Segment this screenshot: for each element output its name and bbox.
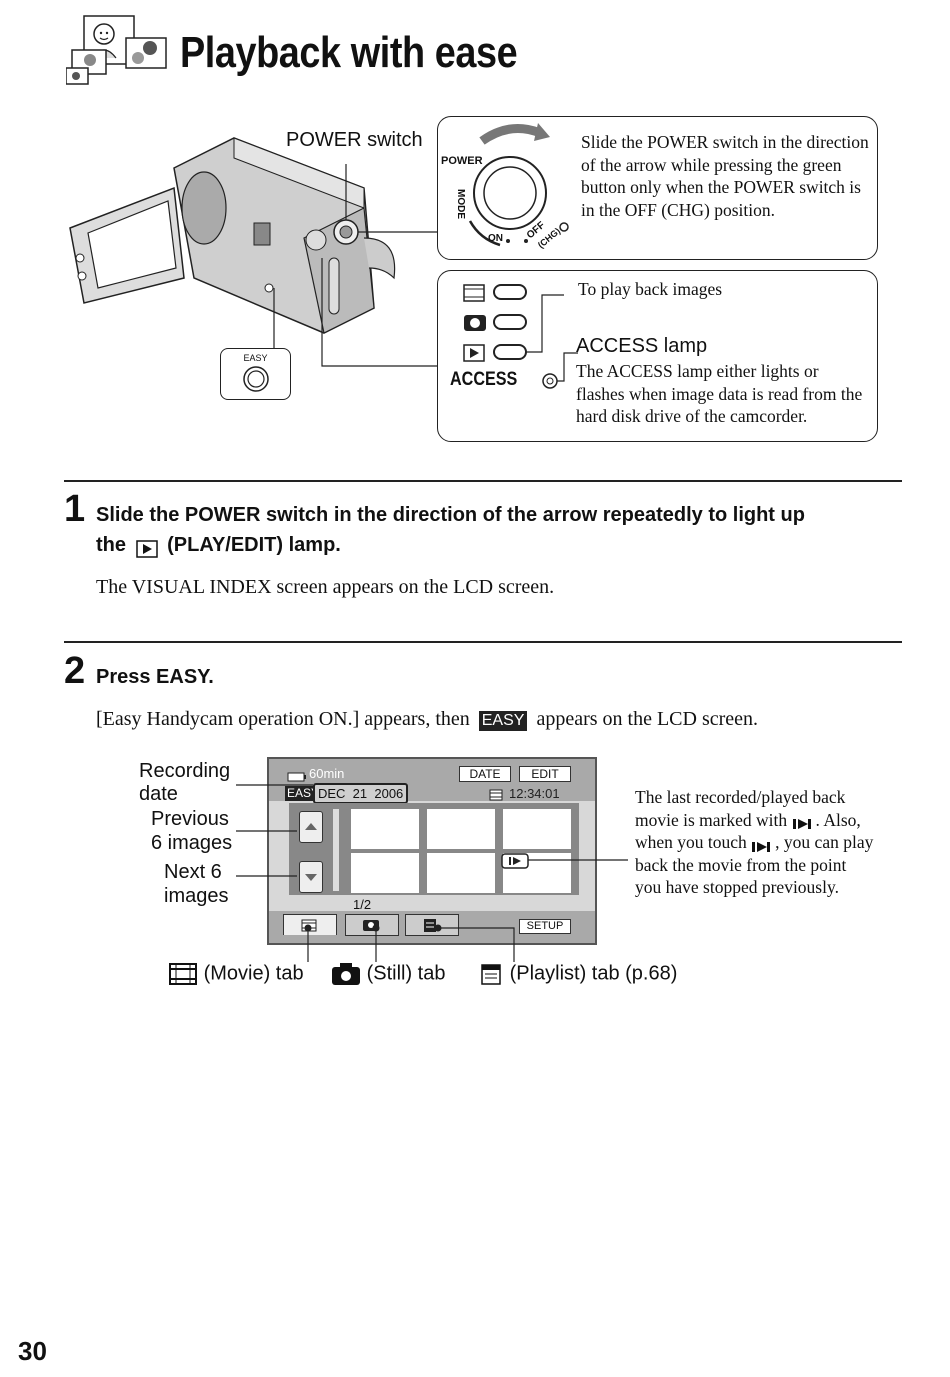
- battery-remaining: 60min: [309, 766, 345, 781]
- step-result-pre: [Easy Handycam operation ON.] appears, t…: [96, 708, 470, 730]
- next-button[interactable]: [299, 861, 323, 893]
- play-back-note: To play back images: [578, 279, 723, 299]
- easy-button-inset: EASY: [220, 348, 291, 400]
- easy-button-label: EASY: [243, 353, 268, 363]
- camera-icon: [331, 962, 361, 986]
- step-instruction: Slide the POWER switch in the direction …: [96, 500, 896, 560]
- resume-mark-icon: [792, 814, 816, 830]
- still-tab[interactable]: [345, 914, 399, 936]
- power-switch-label: POWER switch: [286, 129, 423, 151]
- step-number: 1: [64, 488, 86, 530]
- easy-button-icon: [242, 365, 270, 393]
- previous-button[interactable]: [299, 811, 323, 843]
- step-instruction-line1: Slide the POWER switch in the direction …: [96, 504, 805, 526]
- page-title: Playback with ease: [180, 28, 518, 77]
- lamp-indicators: [460, 281, 580, 401]
- date-button[interactable]: DATE: [459, 766, 511, 782]
- resume-mark-icon: [501, 853, 529, 869]
- power-switch-note: Slide the POWER switch in the direction …: [581, 132, 869, 220]
- step-instruction-lamp: (PLAY/EDIT) lamp.: [167, 534, 341, 556]
- page-indicator: 1/2: [353, 897, 372, 912]
- thumbnail[interactable]: [351, 853, 419, 893]
- recording-date: DEC 21 2006: [313, 783, 409, 804]
- battery-icon: [287, 769, 307, 782]
- thumbnail[interactable]: [427, 853, 495, 893]
- lcd-easy-badge: EASY: [285, 786, 322, 801]
- resume-note: The last recorded/played back movie is m…: [635, 787, 874, 897]
- dial-mode-label: MODE: [455, 189, 466, 219]
- movie-tab-legend: (Movie) tab: [168, 962, 304, 986]
- thumbnail[interactable]: [503, 809, 571, 849]
- access-label: ACCESS: [450, 369, 518, 390]
- playlist-icon: [480, 962, 504, 986]
- callout-recording-date: Recording date: [139, 760, 231, 805]
- camcorder-illustration: [64, 128, 444, 408]
- lamp-callout: ACCESS To play back images ACCESS lamp T…: [437, 270, 878, 442]
- setup-button[interactable]: SETUP: [519, 919, 571, 934]
- step-instruction-the: the: [96, 534, 126, 556]
- header-icon: [65, 14, 172, 86]
- resume-mark-icon: [751, 837, 775, 852]
- play-edit-icon: [135, 537, 158, 558]
- playlist-tab-legend: (Playlist) tab (p.68): [480, 962, 677, 986]
- easy-badge: EASY: [478, 711, 528, 731]
- step-result-post: appears on the LCD screen.: [536, 708, 759, 730]
- divider: [64, 641, 902, 643]
- movie-tab[interactable]: [283, 914, 337, 935]
- page-number: 30: [18, 1336, 47, 1366]
- film-icon: [489, 788, 503, 801]
- dial-on-label: ON: [488, 233, 503, 244]
- step-result: [Easy Handycam operation ON.] appears, t…: [96, 708, 758, 731]
- thumbnail[interactable]: [351, 809, 419, 849]
- access-lamp-note: The ACCESS lamp either lights or flashes…: [576, 361, 863, 426]
- callout-previous-images: Previous 6 images: [151, 808, 233, 854]
- still-tab-legend: (Still) tab: [331, 962, 445, 986]
- step-result: The VISUAL INDEX screen appears on the L…: [96, 576, 555, 598]
- lcd-screen: 60min DATE EDIT EASY DEC 21 2006 12:34:0…: [267, 757, 597, 945]
- callout-next-images: Next 6 images: [164, 861, 229, 907]
- movie-icon: [168, 962, 198, 986]
- access-lamp-title: ACCESS lamp: [576, 335, 708, 357]
- step-number: 2: [64, 650, 86, 692]
- dial-power-label: POWER: [441, 155, 483, 167]
- playlist-tab[interactable]: [405, 914, 459, 936]
- recording-time: 12:34:01: [509, 786, 560, 801]
- power-dial-icon: [440, 121, 578, 255]
- scroll-bar[interactable]: [333, 809, 339, 891]
- edit-button[interactable]: EDIT: [519, 766, 571, 782]
- power-switch-callout: POWER MODE ON OFF (CHG) Slide the POWER …: [437, 116, 878, 260]
- thumbnail[interactable]: [427, 809, 495, 849]
- step-instruction: Press EASY.: [96, 666, 214, 688]
- divider: [64, 480, 902, 482]
